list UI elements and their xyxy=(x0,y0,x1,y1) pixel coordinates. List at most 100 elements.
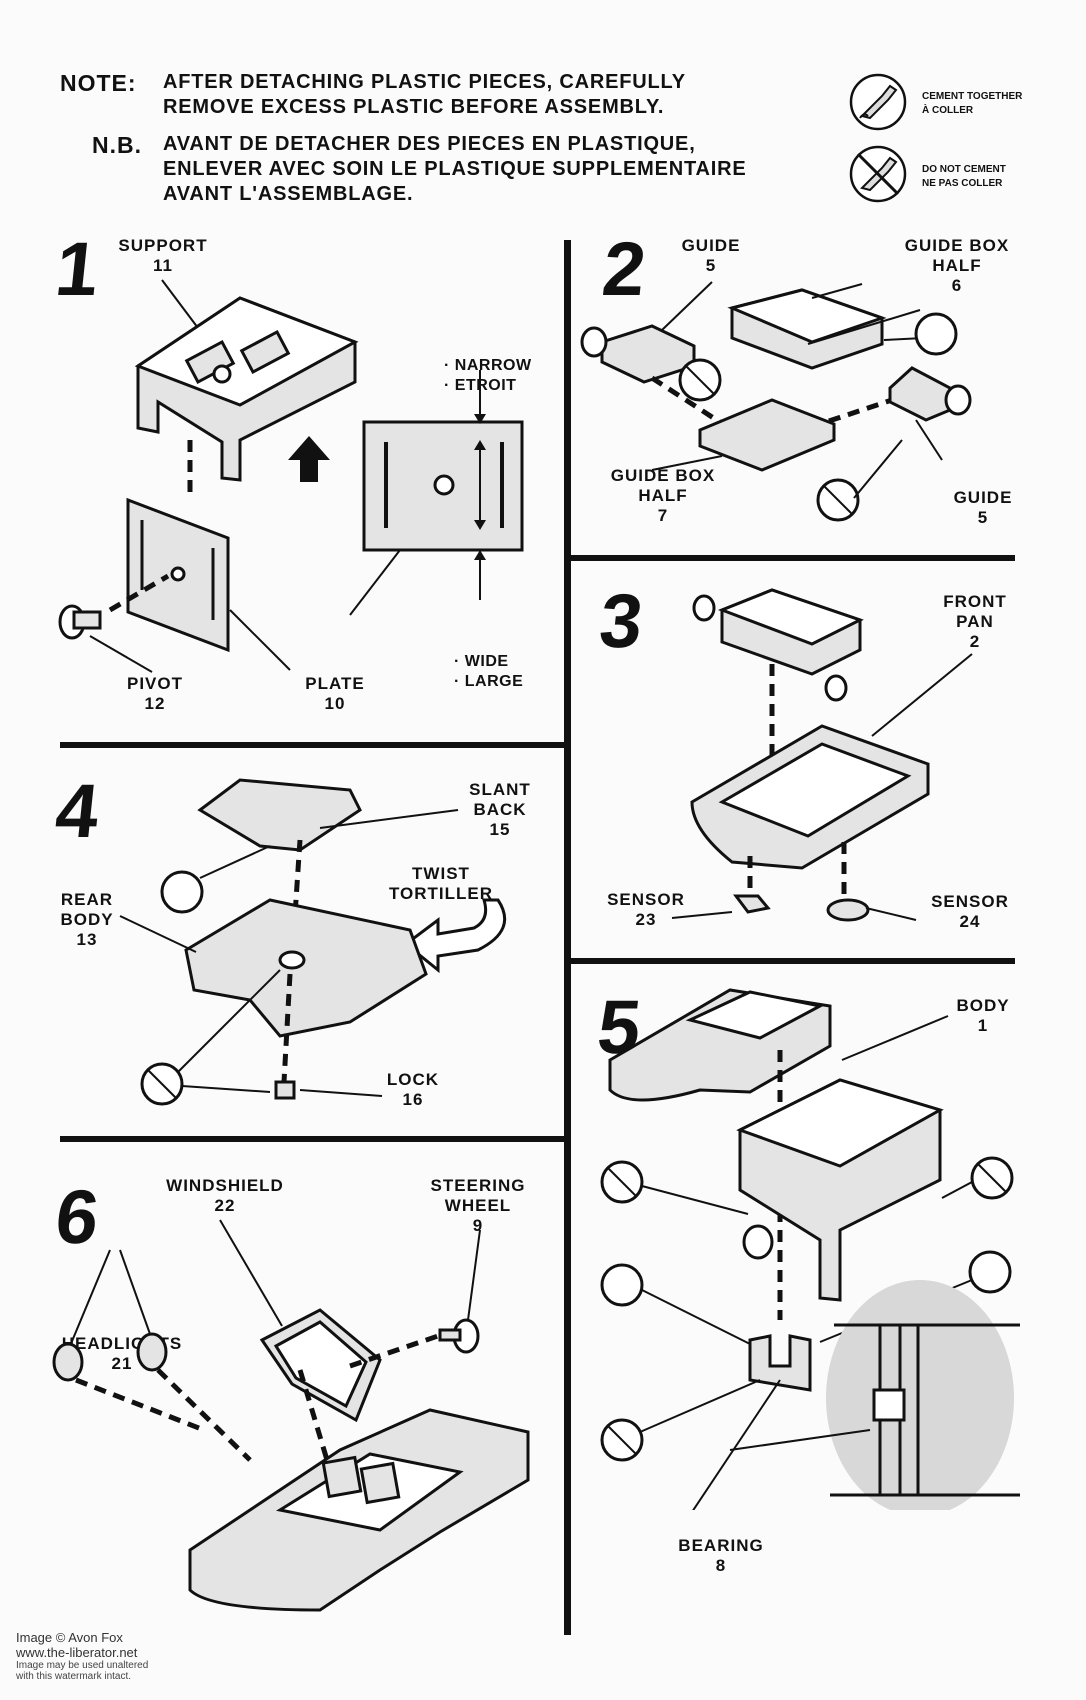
watermark-line-4: with this watermark intact. xyxy=(16,1671,132,1682)
label-front: FRONT xyxy=(943,592,1007,611)
no-cement-legend: DO NOT CEMENT NE PAS COLLER xyxy=(922,163,1006,191)
nb-label: N.B. xyxy=(92,132,142,158)
cement-line-2: À COLLER xyxy=(922,105,974,116)
label-back: BACK xyxy=(473,800,527,819)
watermark-line-1: Image © Avon Fox xyxy=(16,1630,123,1645)
label-front-pan: FRONT PAN 2 xyxy=(930,592,1020,652)
cement-icon xyxy=(849,73,907,131)
label-rear-body: REAR BODY 13 xyxy=(52,890,122,950)
label-lock-no: 16 xyxy=(402,1090,424,1109)
label-narrow-en: · NARROW xyxy=(444,357,532,374)
label-sensor-24: SENSOR 24 xyxy=(920,892,1020,932)
bearing-part xyxy=(748,1334,812,1392)
label-guide-box-half-6: GUIDE BOX HALF 6 xyxy=(892,236,1022,296)
label-windshield-name: WINDSHIELD xyxy=(166,1176,284,1195)
label-sensor-24-name: SENSOR xyxy=(931,892,1009,911)
lock-part xyxy=(274,1080,296,1100)
label-plate-no: 10 xyxy=(324,694,346,713)
label-windshield: WINDSHIELD 22 xyxy=(150,1176,300,1216)
pivot-dash xyxy=(108,573,170,613)
label-pan-no: 2 xyxy=(969,632,981,651)
step4-illustration xyxy=(119,778,507,1106)
no-cement-icon xyxy=(849,145,907,203)
divider-step1-step4 xyxy=(60,742,566,748)
label-slant-no: 15 xyxy=(489,820,511,839)
label-guide-a: GUIDE 5 xyxy=(666,236,756,276)
label-sensor-23-no: 23 xyxy=(635,910,657,929)
label-wide-en: · WIDE xyxy=(454,653,509,670)
step2-illustration xyxy=(580,281,972,522)
cement-legend: CEMENT TOGETHER À COLLER xyxy=(922,90,1022,118)
label-gbh6-no: 6 xyxy=(951,276,963,295)
note-line-1: AFTER DETACHING PLASTIC PIECES, CAREFULL… xyxy=(163,71,686,93)
support-leader xyxy=(161,279,199,329)
label-twist: TWIST TORTILLER xyxy=(386,864,496,904)
label-twist-fr: TORTILLER xyxy=(388,884,494,903)
nb-text: AVANT DE DETACHER DES PIECES EN PLASTIQU… xyxy=(163,132,746,207)
label-pivot-no: 12 xyxy=(144,694,166,713)
divider-step4-step6 xyxy=(60,1136,566,1142)
guide-right-part xyxy=(888,366,952,422)
cement-icon xyxy=(600,1263,644,1307)
label-bearing-name: BEARING xyxy=(678,1536,764,1555)
label-gbh6-line2: HALF xyxy=(932,256,982,275)
headlight-left xyxy=(52,1342,84,1382)
label-narrow: · NARROW · ETROIT xyxy=(444,356,532,396)
watermark-line-2: www.the-liberator.net xyxy=(16,1645,138,1660)
label-wide-fr: · LARGE xyxy=(454,673,524,690)
label-guide-box-half-7: GUIDE BOX HALF 7 xyxy=(598,466,728,526)
label-windshield-no: 22 xyxy=(214,1196,236,1215)
label-body: BODY xyxy=(60,910,114,929)
label-sensor-24-no: 24 xyxy=(959,912,981,931)
divider-step2-step3 xyxy=(570,555,1015,561)
no-cement-line-2: NE PAS COLLER xyxy=(922,178,1003,189)
no-cement-line-1: DO NOT CEMENT xyxy=(922,164,1006,175)
label-wide: · WIDE · LARGE xyxy=(454,652,523,692)
label-sensor-23-name: SENSOR xyxy=(607,890,685,909)
label-support: SUPPORT 11 xyxy=(108,236,218,276)
label-body-1: BODY 1 xyxy=(948,996,1018,1036)
headlight-right xyxy=(136,1332,168,1372)
label-gbh7-no: 7 xyxy=(657,506,669,525)
step5-illustration xyxy=(600,988,1020,1510)
label-pivot-name: PIVOT xyxy=(126,674,183,693)
note-line-2: REMOVE EXCESS PLASTIC BEFORE ASSEMBLY. xyxy=(163,96,665,118)
label-guide-b: GUIDE 5 xyxy=(938,488,1028,528)
label-rear-no: 13 xyxy=(76,930,98,949)
label-plate: PLATE 10 xyxy=(290,674,380,714)
nb-line-1: AVANT DE DETACHER DES PIECES EN PLASTIQU… xyxy=(163,133,696,155)
label-lock-name: LOCK xyxy=(386,1070,440,1089)
label-guide-b-name: GUIDE xyxy=(953,488,1013,507)
label-gbh6-line1: GUIDE BOX xyxy=(904,236,1010,255)
watermark-line-3: Image may be used unaltered xyxy=(16,1660,149,1671)
label-twist-en: TWIST xyxy=(412,864,470,883)
step-number-4: 4 xyxy=(51,769,103,854)
step3-illustration xyxy=(671,588,973,922)
label-support-no: 11 xyxy=(153,256,173,275)
cement-icon xyxy=(968,1250,1012,1294)
label-bearing: BEARING 8 xyxy=(666,1536,776,1576)
up-arrow-icon xyxy=(288,436,330,482)
label-body-1-no: 1 xyxy=(977,1016,989,1035)
label-lock: LOCK 16 xyxy=(378,1070,448,1110)
cement-icon xyxy=(160,870,204,914)
guide-box-half-7 xyxy=(698,398,836,472)
note-text: AFTER DETACHING PLASTIC PIECES, CAREFULL… xyxy=(163,70,686,120)
label-gbh7-line2: HALF xyxy=(638,486,688,505)
label-bearing-no: 8 xyxy=(715,1556,727,1575)
slant-back-part xyxy=(197,778,362,852)
label-plate-name: PLATE xyxy=(305,674,365,693)
cement-line-1: CEMENT TOGETHER xyxy=(922,91,1023,102)
label-guide-a-no: 5 xyxy=(705,256,717,275)
cement-icon xyxy=(914,312,958,356)
label-narrow-fr: · ETROIT xyxy=(444,377,517,394)
plate-leader-a xyxy=(229,609,291,671)
label-steering-no: 9 xyxy=(472,1216,484,1235)
pivot-leader xyxy=(89,635,153,673)
label-guide-b-no: 5 xyxy=(977,508,989,527)
label-guide-a-name: GUIDE xyxy=(681,236,741,255)
label-rear: REAR xyxy=(60,890,114,909)
label-body-1-name: BODY xyxy=(956,996,1010,1015)
nb-line-3: AVANT L'ASSEMBLAGE. xyxy=(163,183,414,205)
label-sensor-23: SENSOR 23 xyxy=(596,890,696,930)
